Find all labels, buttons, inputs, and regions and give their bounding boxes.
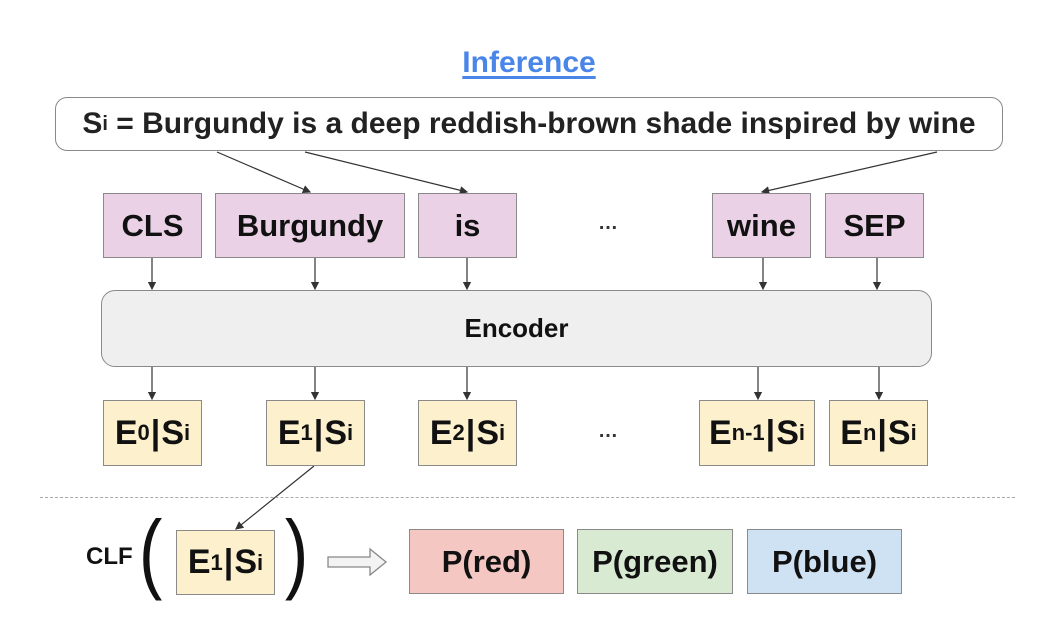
emb-bar: | (313, 413, 324, 452)
hollow-arrow-icon (327, 547, 388, 577)
token-burgundy: Burgundy (215, 193, 405, 258)
emb-bar: | (465, 413, 476, 452)
emb-base: E (277, 413, 301, 452)
token-wine: wine (712, 193, 811, 258)
emb-bar: | (765, 413, 776, 452)
sentence-symbol: S (82, 107, 103, 140)
output-p-red: P(red) (409, 529, 564, 594)
arrow-sentence-to-wine (760, 151, 938, 195)
token-cls: CLS (103, 193, 202, 258)
emb-base: E (187, 543, 211, 581)
emb-cond: S (161, 413, 184, 452)
emb-base: E (114, 413, 138, 452)
emb-cond: S (776, 413, 799, 452)
emb-cond: S (324, 413, 347, 452)
emb-bar: | (223, 543, 234, 581)
classifier-label: CLF (86, 543, 133, 570)
output-p-green: P(green) (577, 529, 733, 594)
encoder-block: Encoder (101, 290, 932, 367)
encoder-label: Encoder (464, 313, 569, 343)
emb-bar: | (877, 413, 887, 452)
output-p-blue: P(blue) (747, 529, 902, 594)
token-ellipsis: … (598, 212, 618, 234)
section-divider (40, 497, 1015, 498)
open-paren: ( (138, 502, 163, 601)
emb-cond: S (234, 543, 257, 581)
emb-base: E (429, 413, 453, 452)
sentence-text: = Burgundy is a deep reddish-brown shade… (107, 107, 976, 140)
emb-cond: S (476, 413, 499, 452)
arrow-sentence-to-burgundy (216, 151, 312, 194)
embedding-ellipsis: … (598, 420, 618, 442)
token-is: is (418, 193, 517, 258)
emb-cond: S (887, 413, 911, 452)
close-paren: ) (284, 502, 309, 601)
token-sep: SEP (825, 193, 924, 258)
arrow-sentence-to-is (304, 151, 469, 195)
diagram-title: Inference (462, 46, 596, 79)
emb-bar: | (150, 413, 161, 452)
emb-base: E (708, 413, 732, 452)
emb-base: E (840, 413, 863, 452)
